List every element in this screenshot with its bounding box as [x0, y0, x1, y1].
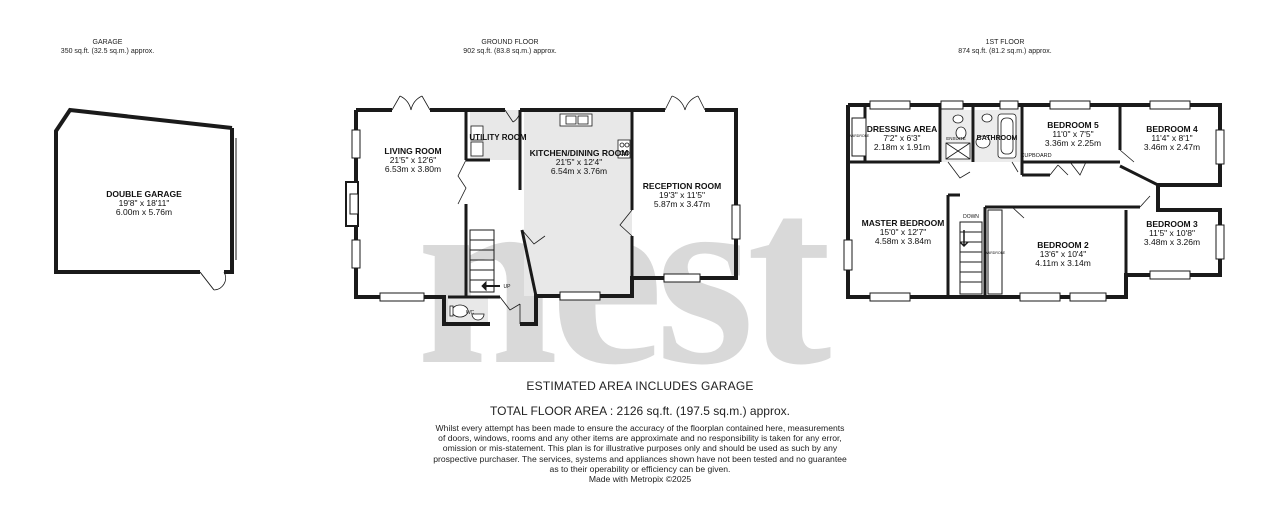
ground-floor-header: GROUND FLOOR 902 sq.ft. (83.8 sq.m.) app… — [440, 38, 580, 56]
room-label-ensuite: ENSUITE — [946, 136, 966, 141]
room-label-living-room: LIVING ROOM — [384, 146, 441, 156]
kitchen-fixtures — [470, 113, 631, 159]
room-dim-double-garage-metric: 6.00m x 5.76m — [116, 207, 172, 217]
kitchen-floor-tint — [524, 110, 632, 296]
room-dim-bedroom-3-imperial: 11'5" x 10'8" — [1149, 228, 1195, 238]
room-label-cupboard: CUPBOARD — [1020, 153, 1051, 159]
first-floor-header-title: 1ST FLOOR — [985, 39, 1025, 46]
room-dim-reception-metric: 5.87m x 3.47m — [654, 199, 710, 209]
first-floor-plan — [843, 100, 1225, 302]
room-dim-reception-imperial: 19'3" x 11'5" — [659, 190, 705, 200]
room-dim-kitchen-metric: 6.54m x 3.76m — [551, 166, 607, 176]
room-dim-double-garage-imperial: 19'8" x 18'11" — [119, 198, 170, 208]
stair-label-down: DOWN — [963, 214, 979, 220]
room-label-utility-room: UTILITY ROOM — [469, 133, 527, 142]
first-floor-staircase — [959, 221, 983, 295]
room-label-master-bedroom: MASTER BEDROOM — [862, 218, 945, 228]
disclaimer-line: Whilst every attempt has been made to en… — [435, 423, 845, 433]
room-dim-bedroom-2-imperial: 13'6" x 10'4" — [1040, 249, 1087, 259]
disclaimer: Whilst every attempt has been made to en… — [410, 423, 870, 484]
room-label-bedroom-3: BEDROOM 3 — [1146, 219, 1198, 229]
room-dim-living-room-imperial: 21'5" x 12'6" — [390, 155, 437, 165]
room-dim-bedroom-5-metric: 3.36m x 2.25m — [1045, 138, 1101, 148]
room-label-bedroom-5: BEDROOM 5 — [1047, 120, 1099, 130]
room-dim-dressing-imperial: 7'2" x 6'3" — [883, 133, 920, 143]
room-dim-living-room-metric: 6.53m x 3.80m — [385, 164, 441, 174]
estimated-area-note: ESTIMATED AREA INCLUDES GARAGE — [526, 379, 754, 393]
room-dim-kitchen-imperial: 21'5" x 12'4" — [556, 157, 603, 167]
room-dim-bedroom-5-imperial: 11'0" x 7'5" — [1052, 129, 1093, 139]
room-label-kitchen: KITCHEN/DINING ROOM — [530, 148, 629, 158]
room-label-bedroom-2: BEDROOM 2 — [1037, 240, 1089, 250]
room-label-reception: RECEPTION ROOM — [643, 181, 721, 191]
ground-floor-header-title: GROUND FLOOR — [481, 39, 539, 46]
room-dim-bedroom-2-metric: 4.11m x 3.14m — [1035, 258, 1091, 268]
room-label-dressing: DRESSING AREA — [867, 124, 938, 134]
disclaimer-line: of doors, windows, rooms and any other i… — [438, 433, 842, 444]
wardrobe-label-dressing: WARDROBE — [849, 134, 870, 138]
room-dim-bedroom-3-metric: 3.48m x 3.26m — [1144, 237, 1200, 247]
room-label-wc: WC — [466, 310, 475, 316]
garage-header-area: 350 sq.ft. (32.5 sq.m.) approx. — [60, 48, 155, 55]
room-dim-bedroom-4-metric: 3.46m x 2.47m — [1144, 142, 1200, 152]
garage-header-title: GARAGE — [92, 39, 123, 46]
room-dim-master-bedroom-metric: 4.58m x 3.84m — [875, 236, 931, 246]
total-floor-area: TOTAL FLOOR AREA : 2126 sq.ft. (197.5 sq… — [490, 404, 790, 418]
bathroom-fixtures — [945, 113, 1017, 160]
room-label-bathroom: BATHROOM — [977, 135, 1018, 142]
room-label-double-garage: DOUBLE GARAGE — [106, 189, 182, 199]
metropix-credit: Made with Metropix ©2025 — [588, 474, 692, 485]
disclaimer-line: prospective purchaser. The services, sys… — [433, 453, 847, 464]
disclaimer-line: as to their operability or efficiency ca… — [549, 463, 731, 474]
ground-floor-plan — [345, 95, 741, 326]
room-dim-master-bedroom-imperial: 15'0" x 12'7" — [880, 227, 927, 237]
room-dim-dressing-metric: 2.18m x 1.91m — [874, 142, 930, 152]
ground-floor-header-area: 902 sq.ft. (83.8 sq.m.) approx. — [463, 48, 557, 55]
wardrobe-label-bedroom-2: WARDROBE — [985, 251, 1006, 255]
first-floor-header: 1ST FLOOR 874 sq.ft. (81.2 sq.m.) approx… — [935, 38, 1075, 56]
garage-plan — [54, 107, 237, 291]
disclaimer-line: omission or mis-statement. This plan is … — [442, 443, 838, 454]
room-label-bedroom-4: BEDROOM 4 — [1146, 124, 1198, 134]
room-dim-bedroom-4-imperial: 11'4" x 8'1" — [1151, 133, 1192, 143]
ground-staircase — [469, 229, 500, 293]
first-floor-header-area: 874 sq.ft. (81.2 sq.m.) approx. — [958, 48, 1052, 55]
stair-label-up: UP — [504, 284, 512, 290]
garage-header: GARAGE 350 sq.ft. (32.5 sq.m.) approx. — [60, 38, 155, 56]
